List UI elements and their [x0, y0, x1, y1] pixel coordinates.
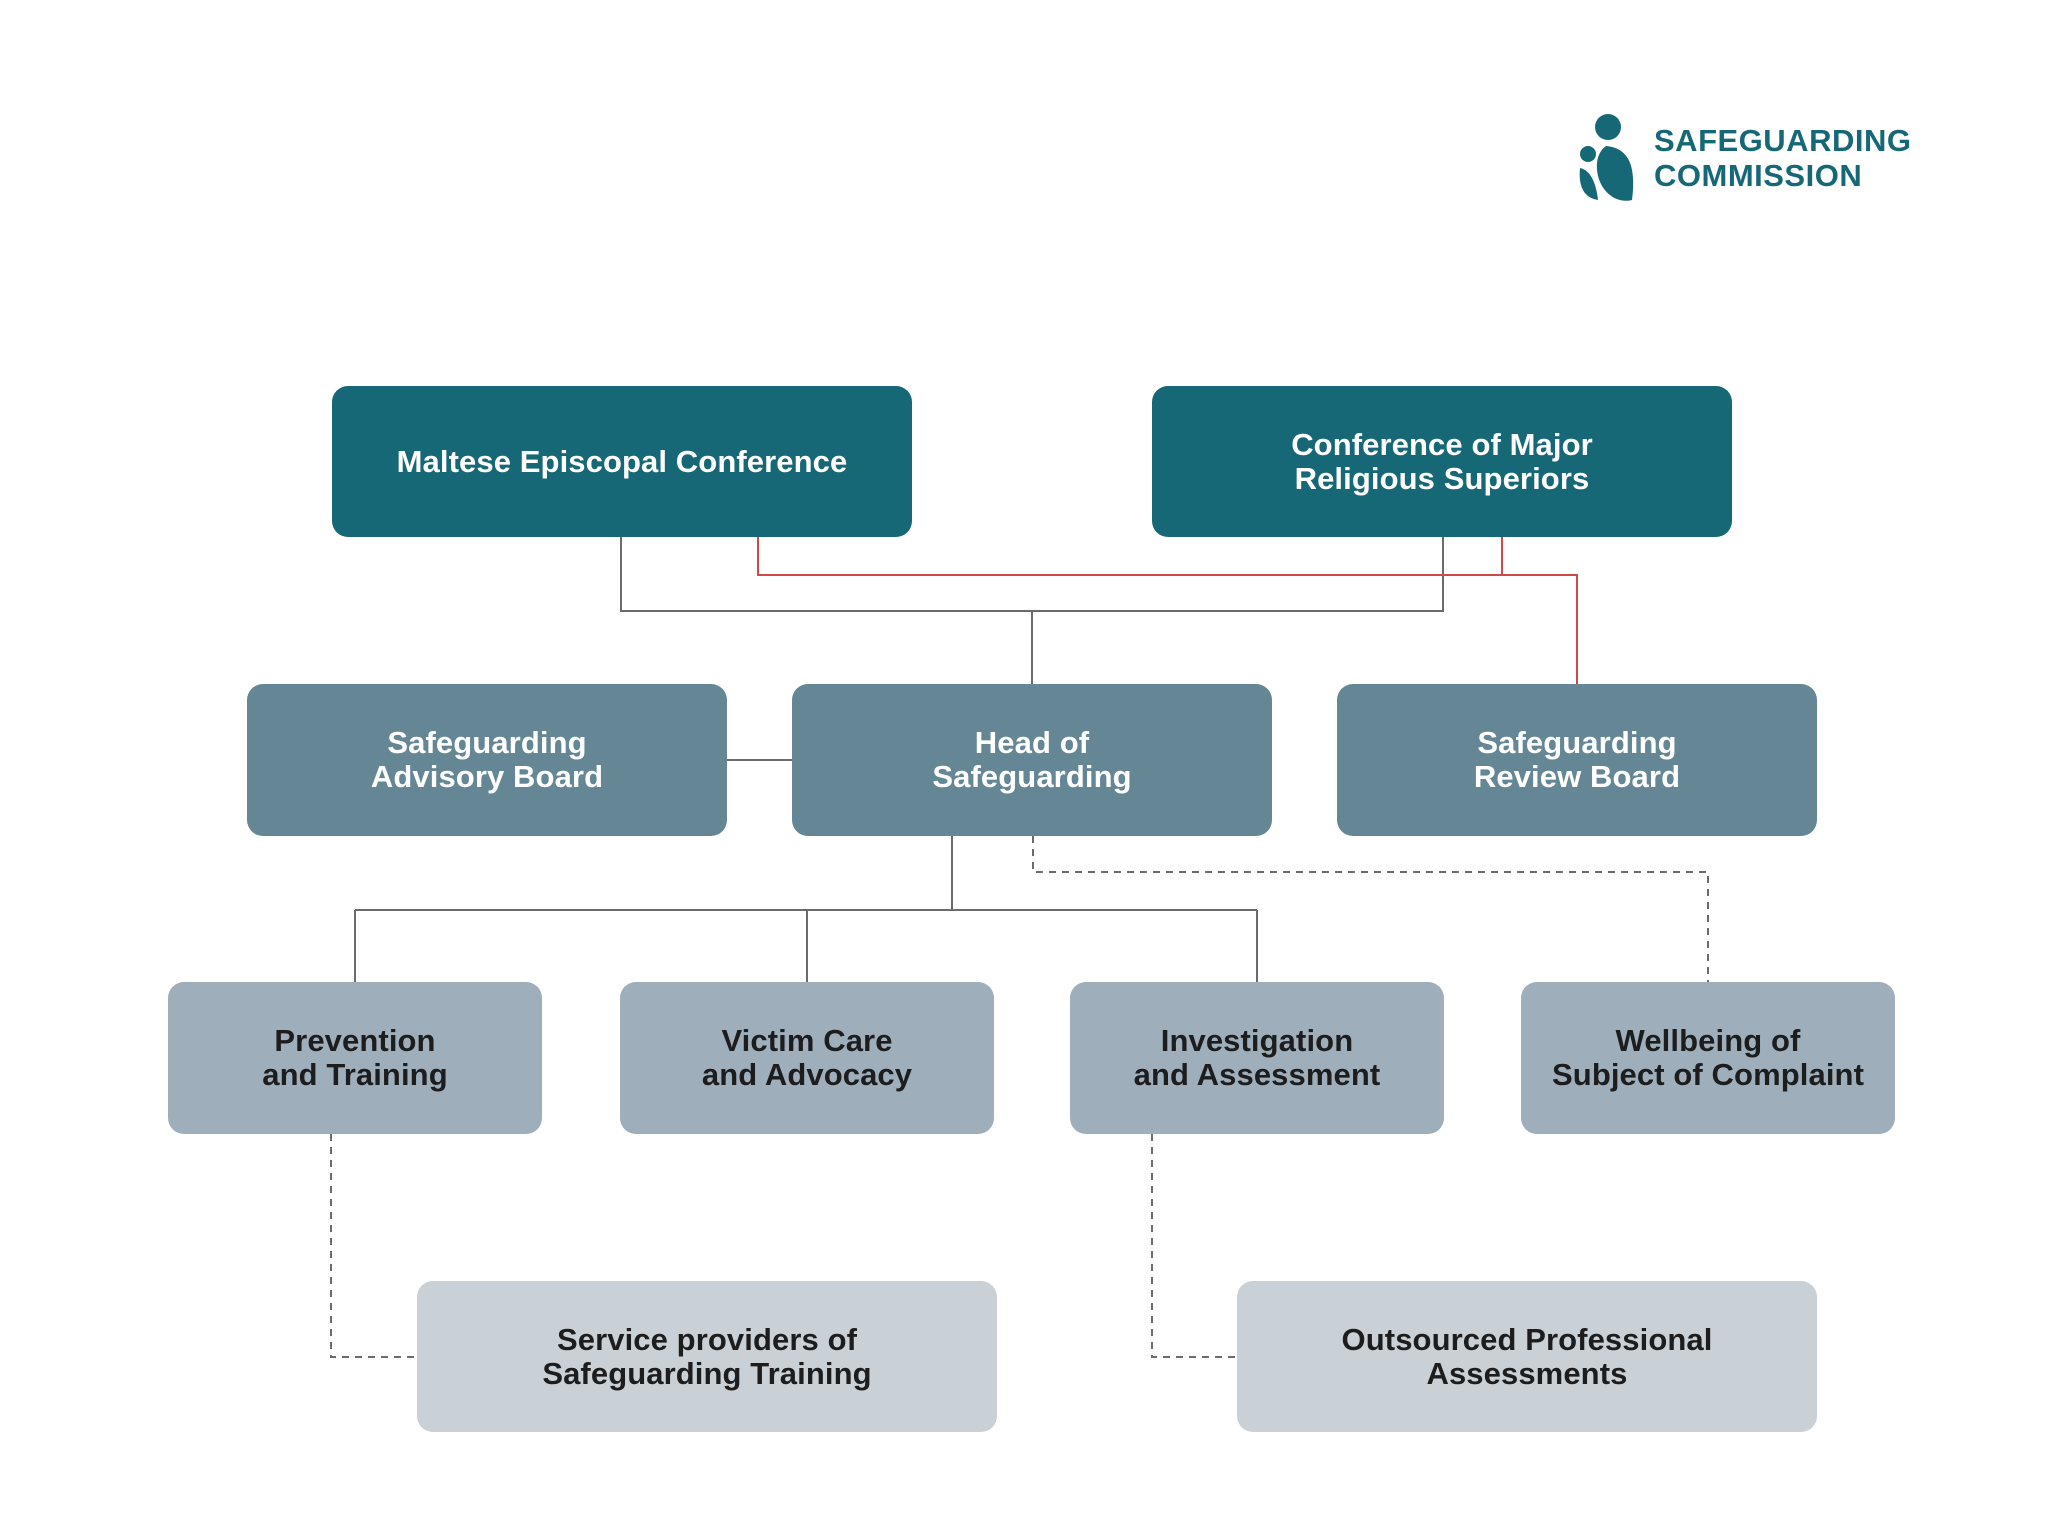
node-prevention-and-training: Prevention and Training [168, 982, 542, 1134]
node-label: Investigation and Assessment [1133, 1023, 1381, 1092]
node-outsourced-professional-assessments: Outsourced Professional Assessments [1237, 1281, 1817, 1432]
node-wellbeing-subject-of-complaint: Wellbeing of Subject of Complaint [1521, 982, 1895, 1134]
connector-top-to-head [620, 536, 1444, 612]
red-connector-to-review-board [757, 536, 1578, 684]
node-label: Safeguarding Review Board [1473, 725, 1681, 794]
node-label: Victim Care and Advocacy [701, 1023, 913, 1092]
node-service-providers-training: Service providers of Safeguarding Traini… [417, 1281, 997, 1432]
node-label: Wellbeing of Subject of Complaint [1552, 1023, 1864, 1092]
dashed-prevention-to-service-providers [330, 1134, 417, 1358]
safeguarding-commission-logo: SAFEGUARDING COMMISSION [1576, 112, 1916, 204]
node-conference-major-religious-superiors: Conference of Major Religious Superiors [1152, 386, 1732, 537]
node-label: Safeguarding Advisory Board [370, 725, 604, 794]
node-label: Prevention and Training [262, 1023, 448, 1092]
node-label: Service providers of Safeguarding Traini… [542, 1321, 872, 1391]
node-head-of-safeguarding: Head of Safeguarding [792, 684, 1272, 836]
node-safeguarding-advisory-board: Safeguarding Advisory Board [247, 684, 727, 836]
node-safeguarding-review-board: Safeguarding Review Board [1337, 684, 1817, 836]
dashed-head-to-wellbeing [1032, 836, 1709, 982]
logo-line-2: COMMISSION [1654, 158, 1863, 193]
node-label: Outsourced Professional Assessments [1341, 1321, 1713, 1391]
logo-line-1: SAFEGUARDING [1654, 123, 1912, 158]
node-victim-care-and-advocacy: Victim Care and Advocacy [620, 982, 994, 1134]
node-label: Head of Safeguarding [932, 725, 1132, 794]
node-investigation-and-assessment: Investigation and Assessment [1070, 982, 1444, 1134]
node-maltese-episcopal-conference: Maltese Episcopal Conference [332, 386, 912, 537]
dashed-investigation-to-outsourced [1151, 1134, 1237, 1358]
node-label: Conference of Major Religious Superiors [1291, 426, 1593, 496]
safeguarding-commission-logo-icon [1579, 114, 1634, 201]
node-label: Maltese Episcopal Conference [396, 443, 848, 479]
logo-wordmark: SAFEGUARDING COMMISSION [1654, 123, 1911, 193]
